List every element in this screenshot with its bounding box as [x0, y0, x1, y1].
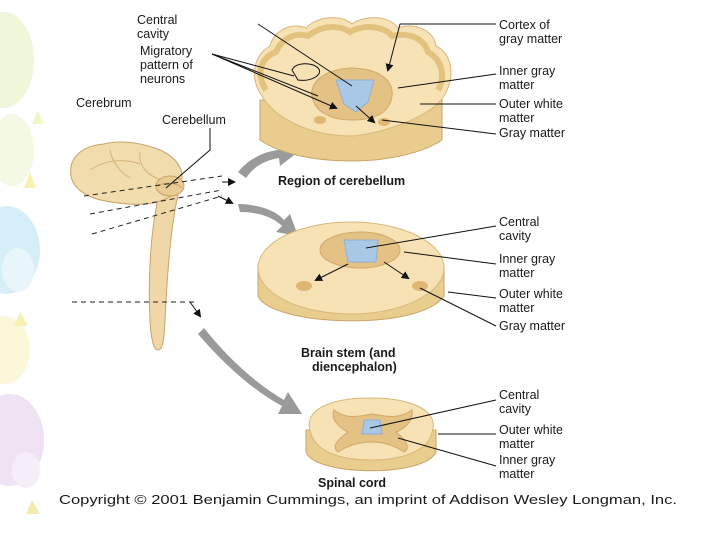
caption-brain-stem-2: diencephalon) — [312, 360, 397, 374]
label-migratory-1: Migratory — [140, 44, 193, 58]
swirl-border-icon — [0, 12, 44, 514]
labels: Central cavity Migratory pattern of neur… — [59, 13, 677, 507]
section-arrows — [189, 178, 236, 318]
brain-stem-section — [257, 221, 445, 322]
label-migratory-2: pattern of — [140, 58, 193, 72]
label-inner-gray-3a: Inner gray — [499, 453, 556, 467]
label-central-cavity-3a: Central — [499, 388, 539, 402]
section-lines — [72, 175, 223, 303]
cerebellum-section — [253, 17, 452, 162]
label-central-cavity-top-2: cavity — [137, 27, 170, 41]
cerebrum-shape — [70, 141, 183, 205]
caption-cerebellum-region: Region of cerebellum — [278, 174, 405, 188]
label-outer-white-1b: matter — [499, 111, 534, 125]
caption-spinal-cord: Spinal cord — [318, 476, 386, 490]
label-central-cavity-top-1: Central — [137, 13, 177, 27]
brain-stem-central-cavity — [343, 239, 379, 263]
label-central-cavity-3b: cavity — [499, 402, 532, 416]
brain-illustration — [70, 141, 185, 351]
label-outer-white-3b: matter — [499, 437, 534, 451]
spinal-cord-shape — [148, 189, 179, 351]
label-cerebrum: Cerebrum — [76, 96, 132, 110]
label-inner-gray-1b: matter — [499, 78, 534, 92]
label-inner-gray-2a: Inner gray — [499, 252, 556, 266]
label-gray-matter-2: Gray matter — [499, 319, 565, 333]
label-outer-white-1a: Outer white — [499, 97, 563, 111]
cerebellum-central-cavity — [335, 79, 375, 113]
spinal-cord-central-cavity — [361, 419, 383, 435]
decorative-border — [0, 0, 46, 540]
label-gray-matter-1: Gray matter — [499, 126, 565, 140]
label-migratory-3: neurons — [140, 72, 185, 86]
label-inner-gray-1a: Inner gray — [499, 64, 556, 78]
label-central-cavity-2b: cavity — [499, 229, 532, 243]
label-outer-white-2b: matter — [499, 301, 534, 315]
label-inner-gray-3b: matter — [499, 467, 534, 481]
copyright-notice: Copyright © 2001 Benjamin Cummings, an i… — [59, 493, 677, 507]
label-outer-white-2a: Outer white — [499, 287, 563, 301]
leader-lines — [165, 23, 497, 467]
label-outer-white-3a: Outer white — [499, 423, 563, 437]
label-cortex-2: gray matter — [499, 32, 562, 46]
label-inner-gray-2b: matter — [499, 266, 534, 280]
spinal-cord-section — [305, 397, 437, 472]
caption-brain-stem-1: Brain stem (and — [301, 346, 395, 360]
label-cortex-1: Cortex of — [499, 18, 550, 32]
label-cerebellum: Cerebellum — [162, 113, 226, 127]
label-central-cavity-2a: Central — [499, 215, 539, 229]
